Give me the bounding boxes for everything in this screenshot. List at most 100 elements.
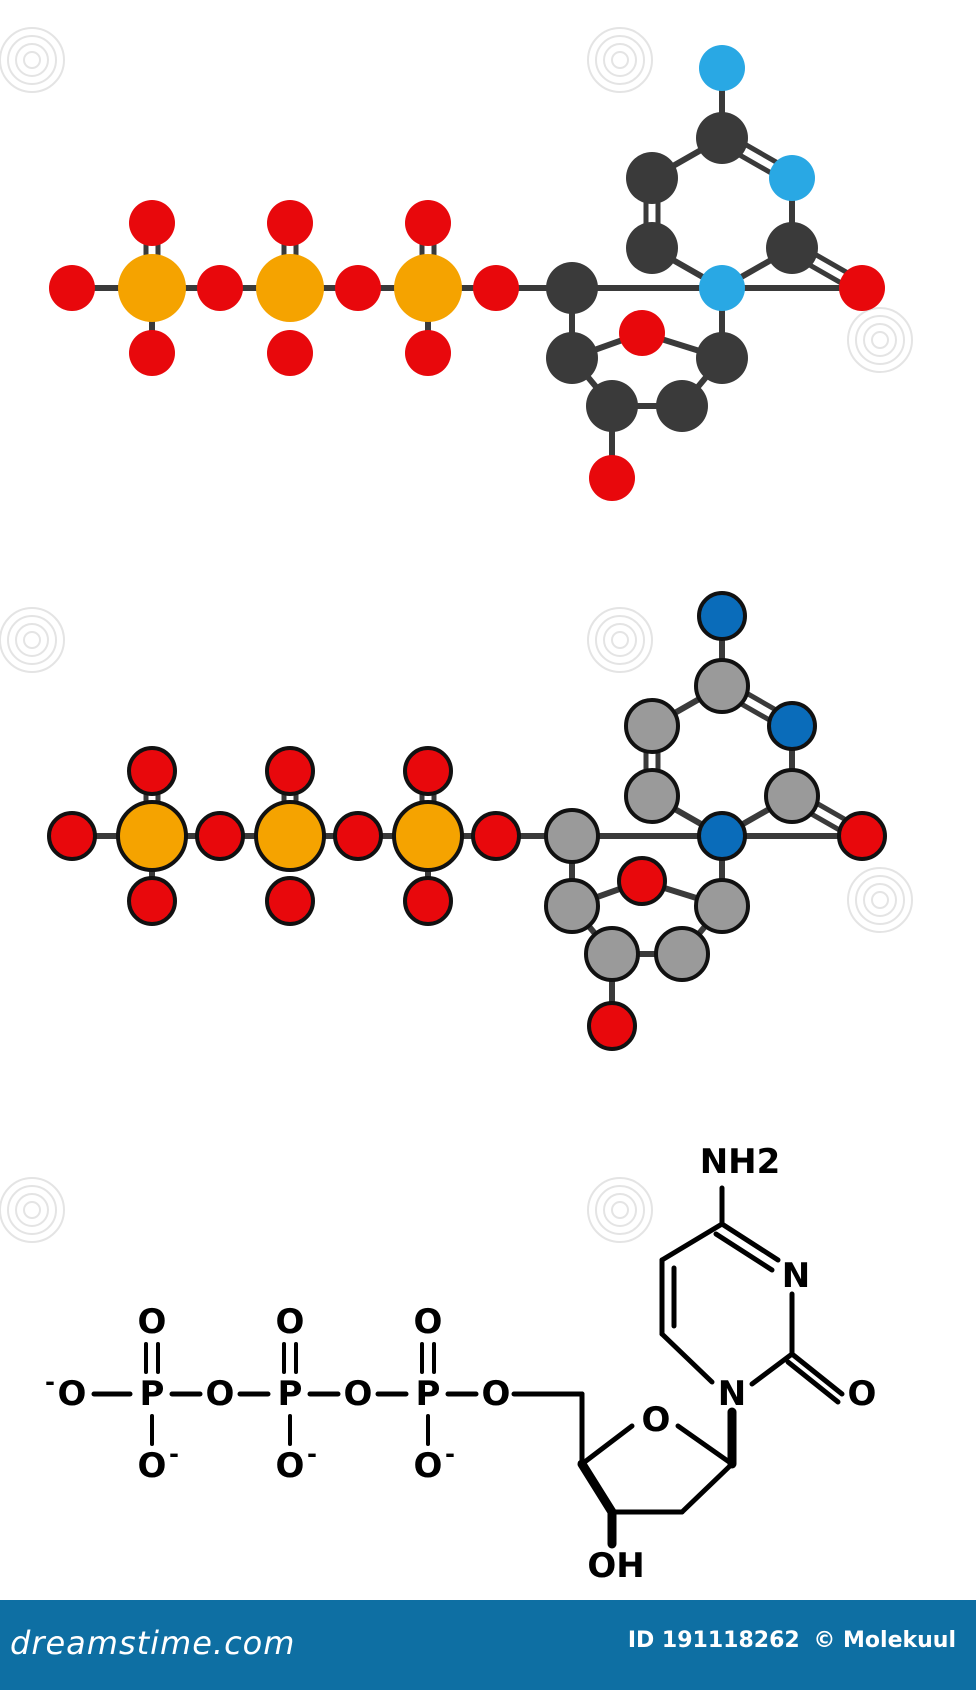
watermark-ring: [15, 43, 49, 77]
label-nh2: NH2: [700, 1142, 781, 1182]
watermark-ring: [611, 1201, 629, 1219]
watermark-ring: [603, 43, 637, 77]
atom-c: [764, 768, 820, 824]
atom-o: [265, 746, 315, 796]
label-charge: -: [45, 1368, 55, 1396]
watermark-ring: [7, 1185, 57, 1235]
atom-o: [405, 330, 451, 376]
atom-o: [335, 265, 381, 311]
watermark-ring: [0, 607, 65, 673]
atom-c: [546, 332, 598, 384]
label-o-ring: O: [642, 1400, 671, 1440]
atom-o: [265, 876, 315, 926]
atom-c: [694, 658, 750, 714]
label-o-bridge1: O: [206, 1374, 235, 1414]
atom-c: [546, 262, 598, 314]
watermark-ring: [611, 631, 629, 649]
skeletal-bond: [719, 1221, 781, 1263]
label-charge: -: [307, 1440, 317, 1468]
atom-c: [696, 332, 748, 384]
atom-n: [699, 45, 745, 91]
label-o-bridge3: O: [482, 1374, 511, 1414]
label-o-left: O: [58, 1374, 87, 1414]
watermark-ring: [0, 1177, 65, 1243]
label-oh: OH: [587, 1546, 644, 1586]
atom-o: [47, 811, 97, 861]
watermark-ring: [863, 883, 897, 917]
atom-p: [254, 800, 326, 872]
label-o-carbonyl: O: [848, 1374, 877, 1414]
watermark-ring: [7, 615, 57, 665]
atom-n: [769, 155, 815, 201]
watermark-ring: [587, 607, 653, 673]
atom-c: [584, 926, 640, 982]
ball-stick-model-outlined: [47, 591, 887, 1051]
atom-n: [699, 265, 745, 311]
footer-brand[interactable]: dreamstime.com: [10, 1624, 296, 1662]
skeletal-bond: [579, 1423, 635, 1467]
watermark-ring: [15, 623, 49, 657]
watermark-layer: [0, 27, 913, 1243]
watermark-ring: [855, 315, 905, 365]
watermark-ring: [23, 1201, 41, 1219]
skeletal-bond: [675, 1423, 735, 1467]
watermark-ring: [595, 615, 645, 665]
skeletal-bond: [713, 1231, 775, 1273]
label-charge: -: [169, 1440, 179, 1468]
watermark-ring: [855, 875, 905, 925]
watermark-ring: [603, 1193, 637, 1227]
atom-o: [267, 330, 313, 376]
atom-o: [471, 811, 521, 861]
atom-o: [197, 265, 243, 311]
watermark-ring: [871, 331, 889, 349]
watermark-ring: [15, 1193, 49, 1227]
atom-c: [626, 152, 678, 204]
skeletal-bond: [679, 1461, 735, 1515]
watermark-ring: [0, 27, 65, 93]
atom-o: [195, 811, 245, 861]
watermark-ring: [587, 1177, 653, 1243]
atom-o: [839, 265, 885, 311]
watermark-ring: [595, 1185, 645, 1235]
watermark-ring: [603, 623, 637, 657]
atom-o: [589, 455, 635, 501]
atom-c: [656, 380, 708, 432]
label-p1: P: [140, 1374, 165, 1414]
label-o-top3: O: [414, 1302, 443, 1342]
label-o-bottom3: O: [414, 1446, 443, 1486]
atom-o: [403, 746, 453, 796]
watermark-ring: [847, 867, 913, 933]
watermark-ring: [871, 891, 889, 909]
atom-c: [694, 878, 750, 934]
atom-o: [333, 811, 383, 861]
atom-c: [544, 808, 600, 864]
label-charge: -: [445, 1440, 455, 1468]
skeletal-bond: [785, 1359, 841, 1405]
label-o-top1: O: [138, 1302, 167, 1342]
watermark-ring: [587, 27, 653, 93]
atom-p: [256, 254, 324, 322]
atom-o: [617, 856, 667, 906]
atom-o: [129, 200, 175, 246]
label-o-top2: O: [276, 1302, 305, 1342]
atom-o: [587, 1001, 637, 1051]
atom-o: [405, 200, 451, 246]
atom-c: [586, 380, 638, 432]
label-n-ring-bottom: N: [718, 1374, 746, 1414]
atom-p: [392, 800, 464, 872]
atom-o: [127, 746, 177, 796]
atom-o: [267, 200, 313, 246]
atom-o: [49, 265, 95, 311]
watermark-ring: [847, 307, 913, 373]
atom-n: [767, 701, 817, 751]
skeletal-bond: [789, 1351, 845, 1397]
atom-p: [116, 800, 188, 872]
atom-o: [473, 265, 519, 311]
skeletal-bond: [577, 1459, 617, 1517]
watermark-ring: [863, 323, 897, 357]
label-n-ring-top: N: [782, 1256, 810, 1296]
label-o-bridge2: O: [344, 1374, 373, 1414]
atom-o: [129, 330, 175, 376]
